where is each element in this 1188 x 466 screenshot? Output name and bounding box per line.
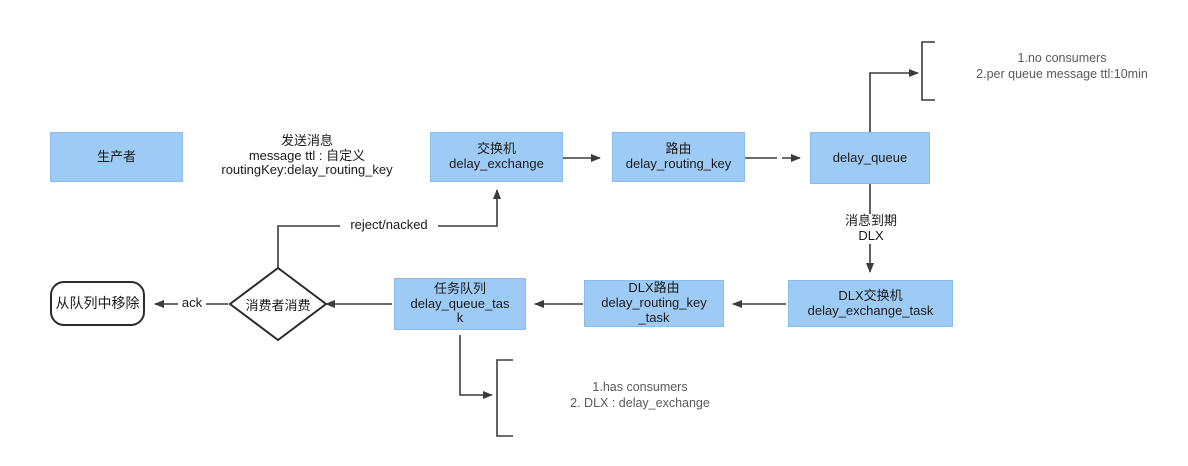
note-bracket-bottom (496, 359, 513, 437)
edge-delayqueue-to-note (869, 69, 919, 132)
node-send-message[interactable]: 发送消息 message ttl : 自定义 routingKey:delay_… (212, 130, 402, 182)
node-exchange[interactable]: 交换机 delay_exchange (430, 132, 563, 182)
note-bracket-top (921, 41, 935, 101)
node-producer-label: 生产者 (96, 148, 136, 164)
edge-label-reject-nacked: reject/nacked (340, 217, 438, 233)
node-send-message-label: 发送消息 message ttl : 自定义 routingKey:delay_… (221, 132, 393, 178)
edge-label-ack: ack (178, 295, 206, 311)
node-dlx-routing[interactable]: DLX路由 delay_routing_key _task (584, 280, 724, 327)
node-delay-queue-label: delay_queue (832, 149, 908, 165)
node-dlx-routing-label: DLX路由 delay_routing_key _task (601, 280, 707, 325)
node-dlx-exchange[interactable]: DLX交换机 delay_exchange_task (788, 280, 953, 327)
node-task-queue-label: 任务队列 delay_queue_tas k (410, 280, 510, 326)
node-dlx-exchange-label: DLX交换机 delay_exchange_task (807, 287, 934, 318)
node-task-queue[interactable]: 任务队列 delay_queue_tas k (394, 278, 526, 330)
annotation-task-queue-note: 1.has consumers 2. DLX : delay_exchange (570, 380, 710, 411)
consumer-diamond-shape (228, 266, 328, 342)
edge-label-dlx-expire: 消息到期 DLX (841, 213, 901, 244)
edge-taskqueue-to-note (459, 335, 493, 399)
node-routing-label: 路由 delay_routing_key (625, 141, 732, 171)
node-exchange-label: 交换机 delay_exchange (449, 141, 544, 171)
node-consumer-label: 消费者消费 (245, 297, 311, 313)
node-remove-from-queue-label: 从队列中移除 (55, 295, 140, 312)
node-routing[interactable]: 路由 delay_routing_key (612, 132, 745, 182)
node-remove-from-queue[interactable]: 从队列中移除 (50, 281, 145, 326)
annotation-delay-queue-note: 1.no consumers 2.per queue message ttl:1… (976, 51, 1148, 82)
node-producer[interactable]: 生产者 (50, 132, 183, 182)
edge-label-blank-marker (777, 150, 782, 166)
node-delay-queue[interactable]: delay_queue (810, 132, 930, 184)
node-consumer[interactable]: 消费者消费 (228, 266, 328, 342)
